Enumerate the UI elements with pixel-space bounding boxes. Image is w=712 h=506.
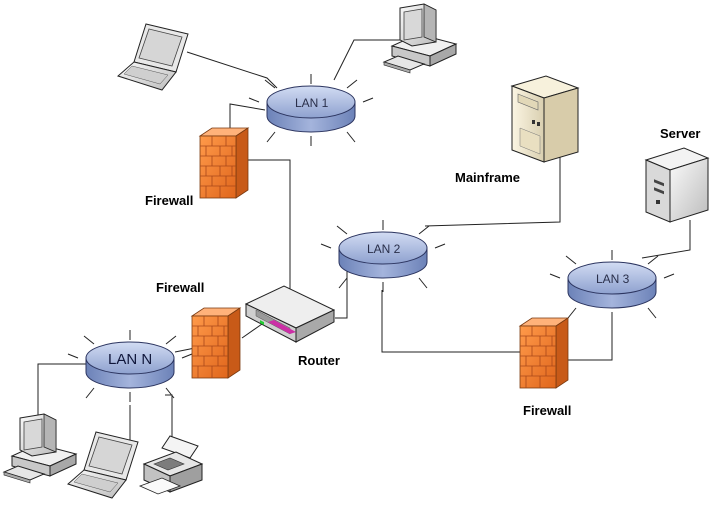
desktop-computer-icon <box>3 413 77 484</box>
firewall-mid-label: Firewall <box>156 280 204 295</box>
hub-lann: LAN N <box>67 330 193 402</box>
hub-icon <box>248 74 374 146</box>
hub-lan1: LAN 1 <box>248 74 374 146</box>
laptop-icon <box>117 23 189 91</box>
hub-label: LAN 3 <box>596 272 630 286</box>
router-label: Router <box>298 353 340 368</box>
laptop-icon <box>67 431 139 499</box>
mainframe-label: Mainframe <box>455 170 520 185</box>
desktop-computer-icon <box>383 3 457 74</box>
firewall-mid <box>191 307 241 379</box>
firewall-icon <box>191 307 241 379</box>
mainframe <box>510 75 580 163</box>
hub-icon <box>67 330 193 402</box>
desktop-bottom <box>3 413 77 484</box>
desktop-top <box>383 3 457 74</box>
firewall-icon <box>519 317 569 389</box>
hub-label: LAN 1 <box>295 96 329 110</box>
printer-icon <box>138 435 204 495</box>
server <box>644 147 710 223</box>
printer <box>138 435 204 495</box>
server-icon <box>644 147 710 223</box>
router <box>244 285 336 343</box>
hub-lan3: LAN 3 <box>549 250 675 322</box>
firewall-right-label: Firewall <box>523 403 571 418</box>
mainframe-icon <box>510 75 580 163</box>
hub-lan2: LAN 2 <box>320 220 446 292</box>
server-label: Server <box>660 126 700 141</box>
firewall-icon <box>199 127 249 199</box>
hub-icon <box>320 220 446 292</box>
hub-icon <box>549 250 675 322</box>
hub-label: LAN N <box>108 351 152 368</box>
firewall-top <box>199 127 249 199</box>
firewall-top-label: Firewall <box>145 193 193 208</box>
laptop-top <box>117 23 189 91</box>
hub-label: LAN 2 <box>367 242 401 256</box>
laptop-bottom <box>67 431 139 499</box>
router-icon <box>244 285 336 343</box>
firewall-right <box>519 317 569 389</box>
